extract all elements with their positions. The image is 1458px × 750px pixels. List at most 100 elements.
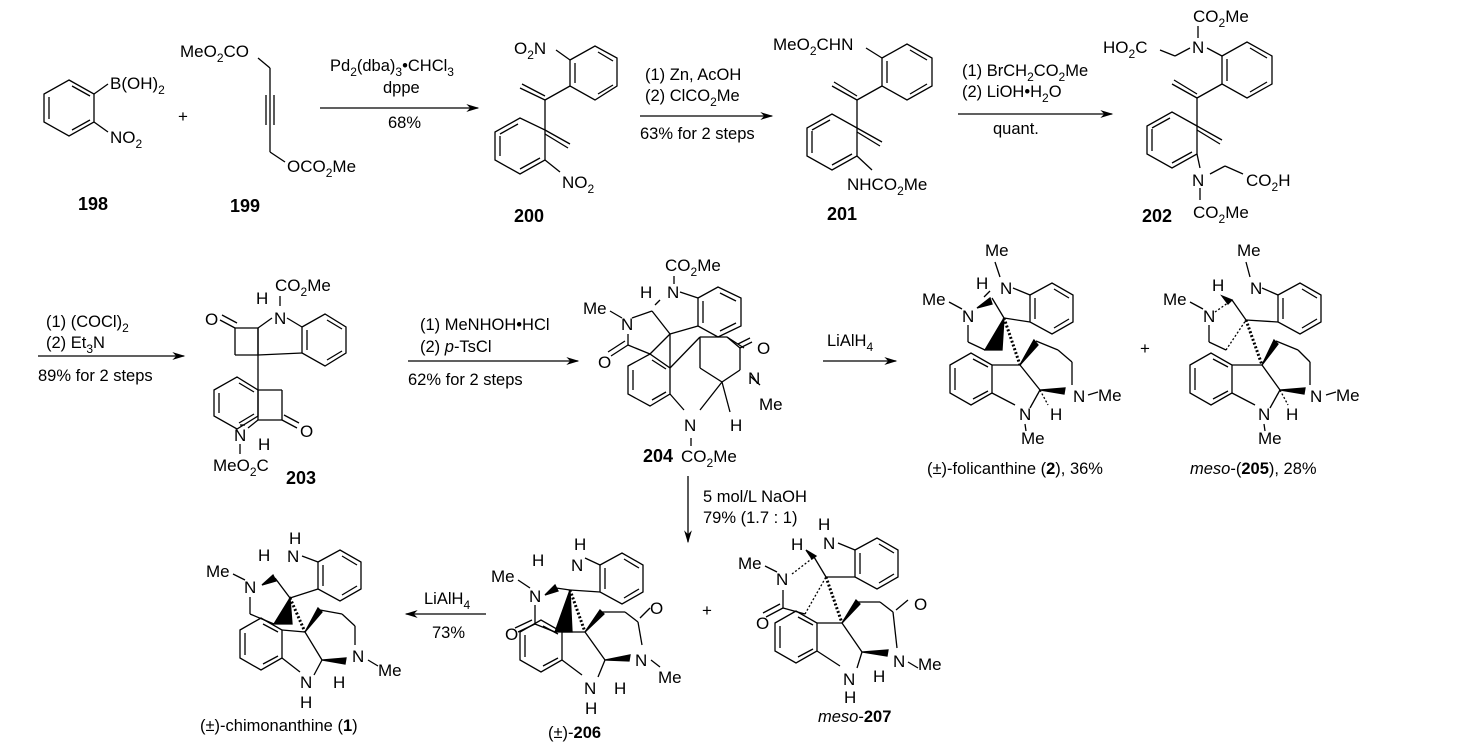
svg-text:N: N — [1019, 405, 1031, 424]
svg-text:O: O — [650, 599, 663, 618]
compound-number: 202 — [1142, 206, 1172, 226]
svg-text:H: H — [258, 435, 270, 454]
compound-number: 199 — [230, 196, 260, 216]
svg-text:MeO2CHN: MeO2CHN — [773, 35, 853, 58]
svg-text:H: H — [818, 515, 830, 534]
svg-text:68%: 68% — [388, 114, 421, 132]
plus-sign: + — [702, 601, 712, 620]
compound-meso-205: Me H N Me N N Me N H Me — [1163, 241, 1360, 478]
svg-text:Me: Me — [1021, 429, 1045, 448]
svg-text:62% for 2 steps: 62% for 2 steps — [408, 371, 523, 389]
svg-text:N: N — [1310, 387, 1322, 406]
svg-text:H: H — [1212, 276, 1224, 295]
svg-text:Me: Me — [583, 299, 607, 318]
svg-text:N: N — [1192, 171, 1204, 190]
svg-text:N: N — [843, 670, 855, 689]
svg-text:N: N — [893, 652, 905, 671]
svg-text:Me: Me — [1258, 429, 1282, 448]
svg-text:HO2C: HO2C — [1103, 38, 1147, 61]
svg-text:O: O — [598, 353, 611, 372]
compound-number: 206 — [574, 724, 602, 742]
svg-text:H: H — [1286, 405, 1298, 424]
svg-text:(2) Et3N: (2) Et3N — [46, 334, 105, 356]
svg-text:Me: Me — [1336, 386, 1360, 405]
svg-text:N: N — [962, 307, 974, 326]
plus-sign: + — [1140, 339, 1150, 358]
svg-text:N: N — [244, 578, 256, 597]
svg-text:H: H — [300, 693, 312, 712]
svg-text:N: N — [352, 647, 364, 666]
svg-text:Me: Me — [922, 290, 946, 309]
svg-text:(2) LiOH•H2O: (2) LiOH•H2O — [962, 83, 1062, 105]
compound-203: CO2Me H N O N H O MeO2C 203 — [205, 276, 347, 488]
svg-text:Me: Me — [491, 567, 515, 586]
svg-text:H: H — [532, 551, 544, 570]
svg-text:(1) Zn, AcOH: (1) Zn, AcOH — [645, 66, 741, 84]
svg-text:N: N — [1250, 279, 1262, 298]
svg-text:Me: Me — [1098, 386, 1122, 405]
compound-number: 198 — [78, 194, 108, 214]
compound-200: O2N NO2 200 — [494, 39, 618, 226]
compound-chimonanthine-1: H H N Me N N Me N H H — [200, 529, 402, 735]
svg-text:H: H — [730, 416, 742, 435]
compound-number: 203 — [286, 468, 316, 488]
svg-text:N: N — [635, 651, 647, 670]
compound-201: MeO2CHN NHCO2Me 201 — [773, 35, 933, 224]
svg-text:N: N — [571, 556, 583, 575]
svg-text:LiAlH4: LiAlH4 — [827, 332, 873, 354]
compound-207: H H N Me N O O N Me N H H — [738, 515, 942, 726]
svg-text:H: H — [289, 529, 301, 548]
svg-text:Me: Me — [738, 554, 762, 573]
svg-text:Me: Me — [658, 668, 682, 687]
svg-text:73%: 73% — [432, 624, 465, 642]
svg-text:O: O — [756, 614, 769, 633]
svg-text:CO2Me: CO2Me — [275, 276, 331, 299]
svg-text:(±)-206: (±)-206 — [548, 724, 601, 742]
svg-text:meso-207: meso-207 — [818, 708, 891, 726]
svg-text:89% for 2 steps: 89% for 2 steps — [38, 367, 153, 385]
svg-text:N: N — [621, 315, 633, 334]
svg-text:H: H — [976, 274, 988, 293]
svg-text:Me: Me — [759, 395, 783, 414]
svg-text:CO2Me: CO2Me — [681, 447, 737, 470]
reaction-arrow-step-2: (1) Zn, AcOH (2) ClCO2Me 63% for 2 steps — [640, 66, 774, 143]
svg-text:(1) BrCH2CO2Me: (1) BrCH2CO2Me — [962, 62, 1088, 84]
svg-text:CO2H: CO2H — [1246, 171, 1290, 194]
svg-text:(1) MeNHOH•HCl: (1) MeNHOH•HCl — [420, 316, 550, 334]
compound-number: 201 — [827, 204, 857, 224]
svg-text:MeO2C: MeO2C — [213, 456, 269, 479]
svg-text:63% for 2 steps: 63% for 2 steps — [640, 125, 755, 143]
svg-text:N: N — [287, 547, 299, 566]
svg-text:N: N — [684, 416, 696, 435]
svg-text:(±)-chimonanthine (1): (±)-chimonanthine (1) — [200, 717, 358, 735]
svg-text:Me: Me — [1163, 290, 1187, 309]
svg-text:NHCO2Me: NHCO2Me — [847, 175, 927, 198]
svg-text:meso-(205), 28%: meso-(205), 28% — [1190, 460, 1317, 478]
compound-number: 204 — [643, 446, 673, 466]
svg-text:Me: Me — [985, 241, 1009, 260]
compound-204: CO2Me H N Me N O O N Me N H CO2Me — [583, 256, 783, 470]
svg-text:(±)-folicanthine (2), 36%: (±)-folicanthine (2), 36% — [927, 460, 1103, 478]
svg-text:LiAlH4: LiAlH4 — [424, 590, 470, 612]
svg-text:H: H — [614, 679, 626, 698]
svg-text:O: O — [505, 625, 518, 644]
compound-199: MeO2CO OCO2Me 199 — [180, 42, 356, 216]
svg-text:O2N: O2N — [514, 39, 546, 62]
svg-text:Me: Me — [918, 655, 942, 674]
svg-text:N: N — [1192, 38, 1204, 57]
svg-text:N: N — [529, 587, 541, 606]
svg-text:dppe: dppe — [383, 79, 420, 97]
svg-text:Me: Me — [206, 562, 230, 581]
svg-text:H: H — [640, 283, 652, 302]
svg-text:MeO2CO: MeO2CO — [180, 42, 249, 65]
svg-text:H: H — [333, 673, 345, 692]
svg-text:N: N — [667, 283, 679, 302]
benzene-ring — [43, 79, 109, 137]
svg-text:H: H — [585, 699, 597, 718]
compound-number: 2 — [1046, 460, 1055, 478]
reaction-arrow-step-4: (1) (COCl)2 (2) Et3N 89% for 2 steps — [38, 313, 186, 385]
svg-text:quant.: quant. — [993, 120, 1039, 138]
svg-text:N: N — [1000, 279, 1012, 298]
svg-text:NO2: NO2 — [562, 173, 595, 196]
